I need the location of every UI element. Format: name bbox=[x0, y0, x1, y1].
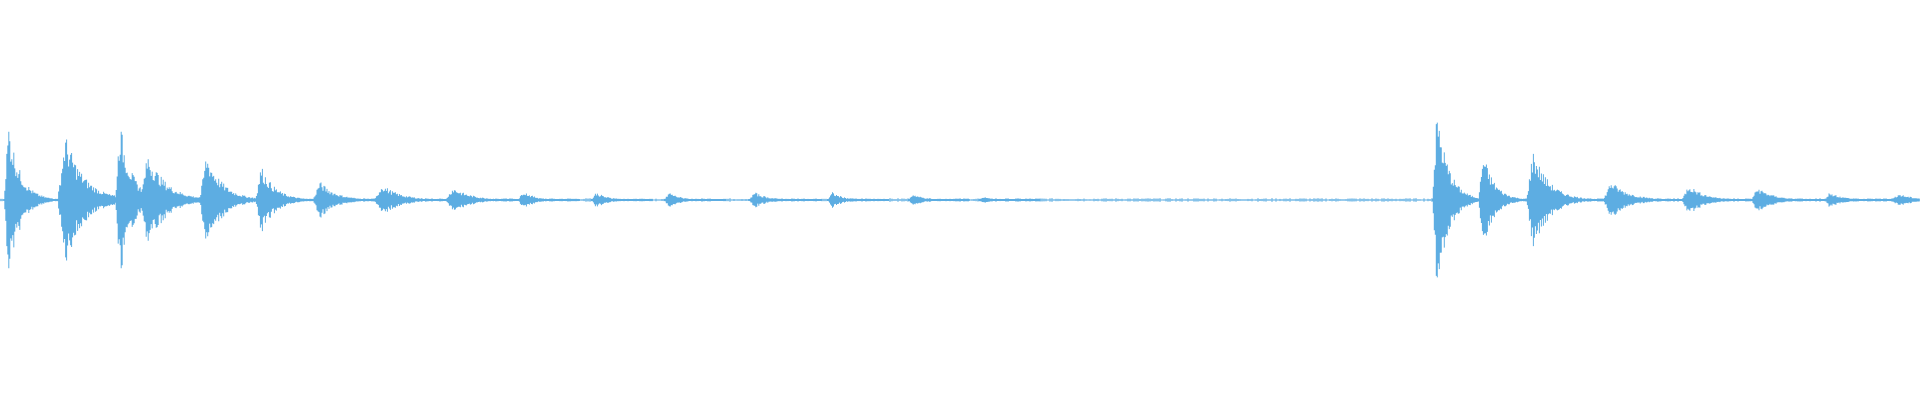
waveform-bars bbox=[0, 122, 1920, 278]
waveform-signal bbox=[0, 122, 1920, 278]
